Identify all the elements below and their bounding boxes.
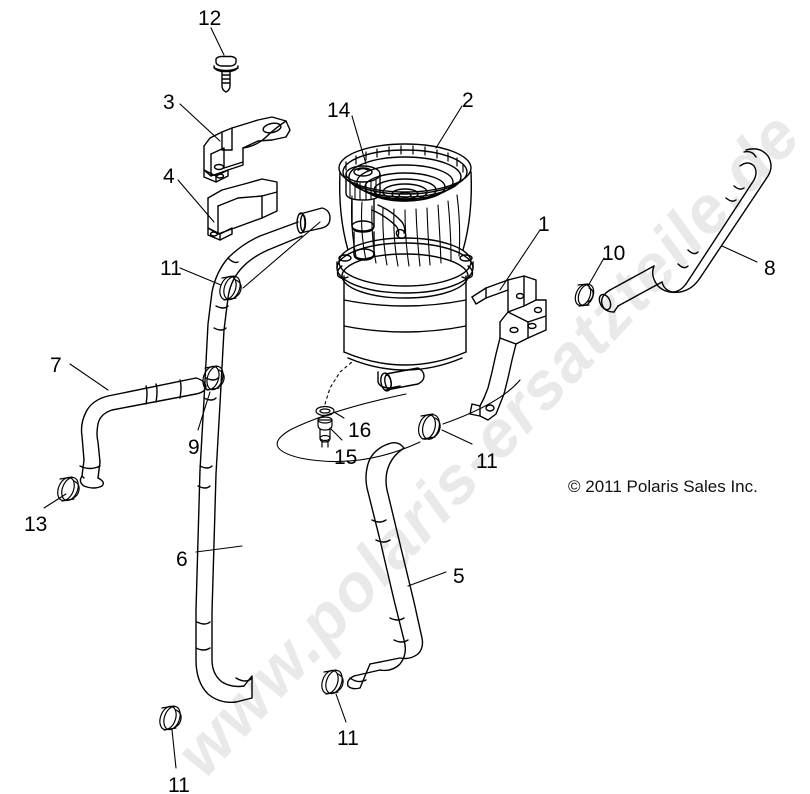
callout-number-3: 3 [163, 91, 175, 114]
callout-number-9: 9 [188, 436, 200, 459]
part-canister-support-bracket [469, 275, 547, 421]
callout-number-1: 1 [538, 213, 550, 236]
callout-number-13: 13 [24, 513, 48, 536]
callout-number-11-bottom-mid: 11 [337, 727, 359, 750]
copyright-notice: © 2011 Polaris Sales Inc. [568, 477, 758, 496]
part-vent-hose-8 [598, 148, 772, 313]
watermark-group: www.polaris-ersatzteile.de [161, 97, 810, 790]
part-mounting-bracket-lower [207, 178, 278, 241]
part-hose-clamp-11-bottom-mid [321, 669, 344, 695]
part-drain-valve [317, 416, 333, 448]
part-hose-clamp-13 [57, 476, 80, 502]
part-flange-bolt [213, 55, 239, 93]
callout-number-11-mid-right: 11 [476, 450, 498, 473]
part-hose-clamp-10 [574, 283, 595, 307]
part-evap-canister [296, 143, 474, 392]
part-hose-clamp-11-bottom-left [159, 705, 182, 731]
callout-number-16: 16 [348, 419, 372, 442]
callout-number-2: 2 [462, 89, 474, 112]
callout-number-15: 15 [334, 446, 358, 469]
part-hose-6 [195, 221, 303, 704]
callout-number-7: 7 [50, 354, 62, 377]
part-hose-clamp-11-mid-right [417, 413, 441, 440]
callout-number-4: 4 [163, 165, 175, 188]
leader-lines [43, 27, 758, 769]
callout-number-12: 12 [198, 7, 222, 30]
part-hose-7 [79, 377, 207, 489]
callout-number-8: 8 [764, 257, 776, 280]
watermark-text: www.polaris-ersatzteile.de [161, 97, 810, 790]
callout-number-11-upper-left: 11 [160, 257, 182, 280]
callout-number-11-bottom-left: 11 [168, 774, 190, 794]
part-mounting-bracket-upper [203, 116, 291, 183]
callout-number-10: 10 [602, 242, 626, 265]
part-o-ring-seal [315, 405, 335, 417]
callout-number-14: 14 [327, 99, 351, 122]
callout-number-5: 5 [453, 565, 465, 588]
callout-number-6: 6 [176, 548, 188, 571]
